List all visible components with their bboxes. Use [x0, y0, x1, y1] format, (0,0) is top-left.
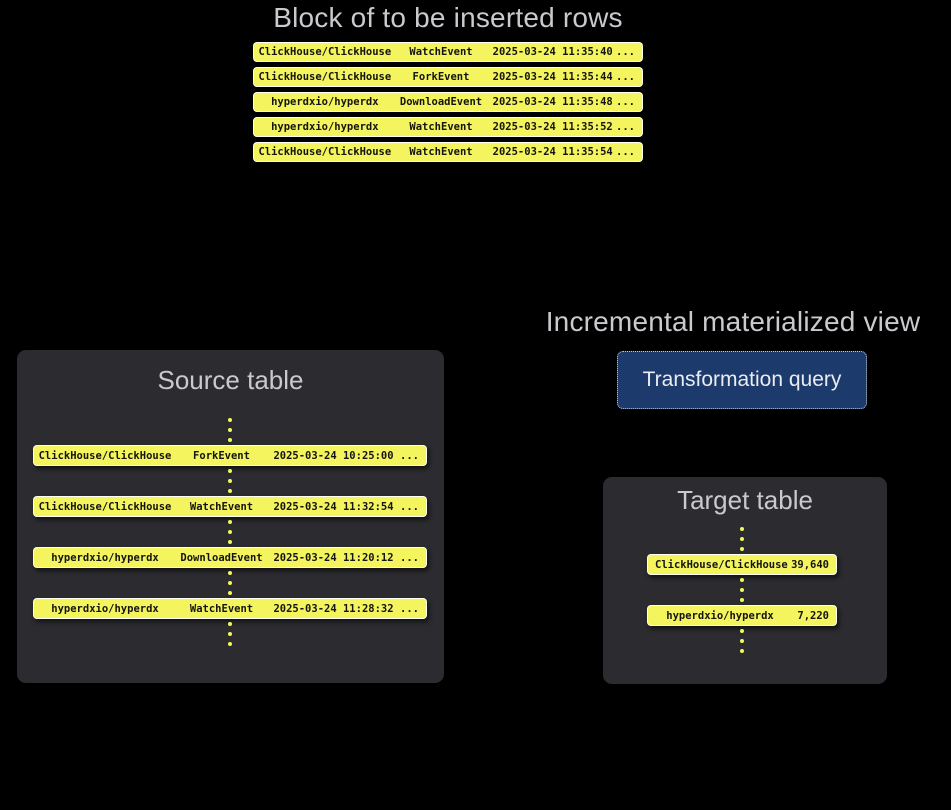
table-row: ClickHouse/ClickHouse WatchEvent 2025-03…: [253, 142, 643, 162]
materialized-view-title: Incremental materialized view: [545, 306, 921, 337]
transformation-query-button: Transformation query: [617, 351, 867, 409]
ellipsis-dots: [33, 418, 427, 442]
row-repo: hyperdxio/hyperdx: [271, 96, 379, 108]
row-event: WatchEvent: [409, 146, 473, 158]
row-timestamp: 2025-03-24 11:35:54: [492, 146, 613, 158]
row-timestamp: 2025-03-24 11:35:40: [492, 46, 613, 58]
row-event: WatchEvent: [409, 121, 473, 133]
row-timestamp: 2025-03-24 11:35:44: [492, 71, 613, 83]
row-timestamp: 2025-03-24 11:35:48: [492, 96, 613, 108]
row-event: WatchEvent: [189, 602, 254, 615]
row-ellipsis: ...: [400, 500, 419, 513]
row-repo: ClickHouse/ClickHouse: [655, 558, 788, 571]
row-count: 7,220: [797, 609, 829, 622]
table-row: ClickHouse/ClickHouse ForkEvent 2025-03-…: [33, 445, 427, 466]
table-row: ClickHouse/ClickHouse WatchEvent 2025-03…: [253, 42, 643, 62]
ellipsis-dots: [33, 622, 427, 646]
source-table-rows: ClickHouse/ClickHouse ForkEvent 2025-03-…: [33, 418, 427, 646]
table-row: hyperdxio/hyperdx WatchEvent 2025-03-24 …: [253, 117, 643, 137]
target-table-title: Target table: [677, 485, 813, 515]
row-count: 39,640: [791, 558, 829, 571]
table-row: ClickHouse/ClickHouse WatchEvent 2025-03…: [33, 496, 427, 517]
row-ellipsis: ...: [616, 71, 635, 83]
ellipsis-dots: [647, 578, 837, 602]
row-repo: hyperdxio/hyperdx: [51, 602, 159, 615]
row-timestamp: 2025-03-24 10:25:00: [273, 449, 394, 462]
table-row: hyperdxio/hyperdx DownloadEvent 2025-03-…: [253, 92, 643, 112]
ellipsis-dots: [33, 469, 427, 493]
row-event: ForkEvent: [412, 71, 470, 83]
table-row: hyperdxio/hyperdx 7,220: [647, 605, 837, 626]
ellipsis-dots: [647, 527, 837, 551]
table-row: ClickHouse/ClickHouse 39,640: [647, 554, 837, 575]
target-table-panel: Target table ClickHouse/ClickHouse 39,64…: [603, 477, 887, 684]
target-table-rows: ClickHouse/ClickHouse 39,640 hyperdxio/h…: [647, 527, 837, 653]
row-repo: ClickHouse/ClickHouse: [258, 71, 392, 83]
insert-block-rows: ClickHouse/ClickHouse WatchEvent 2025-03…: [253, 42, 643, 162]
row-timestamp: 2025-03-24 11:35:52: [492, 121, 613, 133]
row-event: WatchEvent: [189, 500, 254, 513]
row-repo: hyperdxio/hyperdx: [666, 609, 774, 622]
table-row: hyperdxio/hyperdx DownloadEvent 2025-03-…: [33, 547, 427, 568]
row-event: WatchEvent: [409, 46, 473, 58]
table-row: hyperdxio/hyperdx WatchEvent 2025-03-24 …: [33, 598, 427, 619]
ellipsis-dots: [33, 571, 427, 595]
source-table-panel: Source table ClickHouse/ClickHouse ForkE…: [17, 350, 444, 683]
row-ellipsis: ...: [400, 602, 419, 615]
table-row: ClickHouse/ClickHouse ForkEvent 2025-03-…: [253, 67, 643, 87]
row-event: DownloadEvent: [180, 551, 263, 564]
row-ellipsis: ...: [616, 146, 635, 158]
row-repo: ClickHouse/ClickHouse: [258, 146, 392, 158]
row-repo: ClickHouse/ClickHouse: [38, 500, 172, 513]
row-repo: hyperdxio/hyperdx: [271, 121, 379, 133]
row-ellipsis: ...: [616, 46, 635, 58]
row-timestamp: 2025-03-24 11:32:54: [273, 500, 394, 513]
source-table-title: Source table: [157, 365, 304, 395]
row-ellipsis: ...: [616, 121, 635, 133]
row-ellipsis: ...: [400, 551, 419, 564]
row-event: ForkEvent: [193, 449, 250, 462]
row-event: DownloadEvent: [399, 96, 483, 108]
row-timestamp: 2025-03-24 11:28:32: [273, 602, 394, 615]
insert-block-title: Block of to be inserted rows: [273, 2, 623, 33]
row-repo: hyperdxio/hyperdx: [51, 551, 159, 564]
row-repo: ClickHouse/ClickHouse: [38, 449, 172, 462]
ellipsis-dots: [33, 520, 427, 544]
ellipsis-dots: [647, 629, 837, 653]
row-repo: ClickHouse/ClickHouse: [258, 46, 392, 58]
row-ellipsis: ...: [400, 449, 419, 462]
row-ellipsis: ...: [616, 96, 635, 108]
row-timestamp: 2025-03-24 11:20:12: [273, 551, 394, 564]
